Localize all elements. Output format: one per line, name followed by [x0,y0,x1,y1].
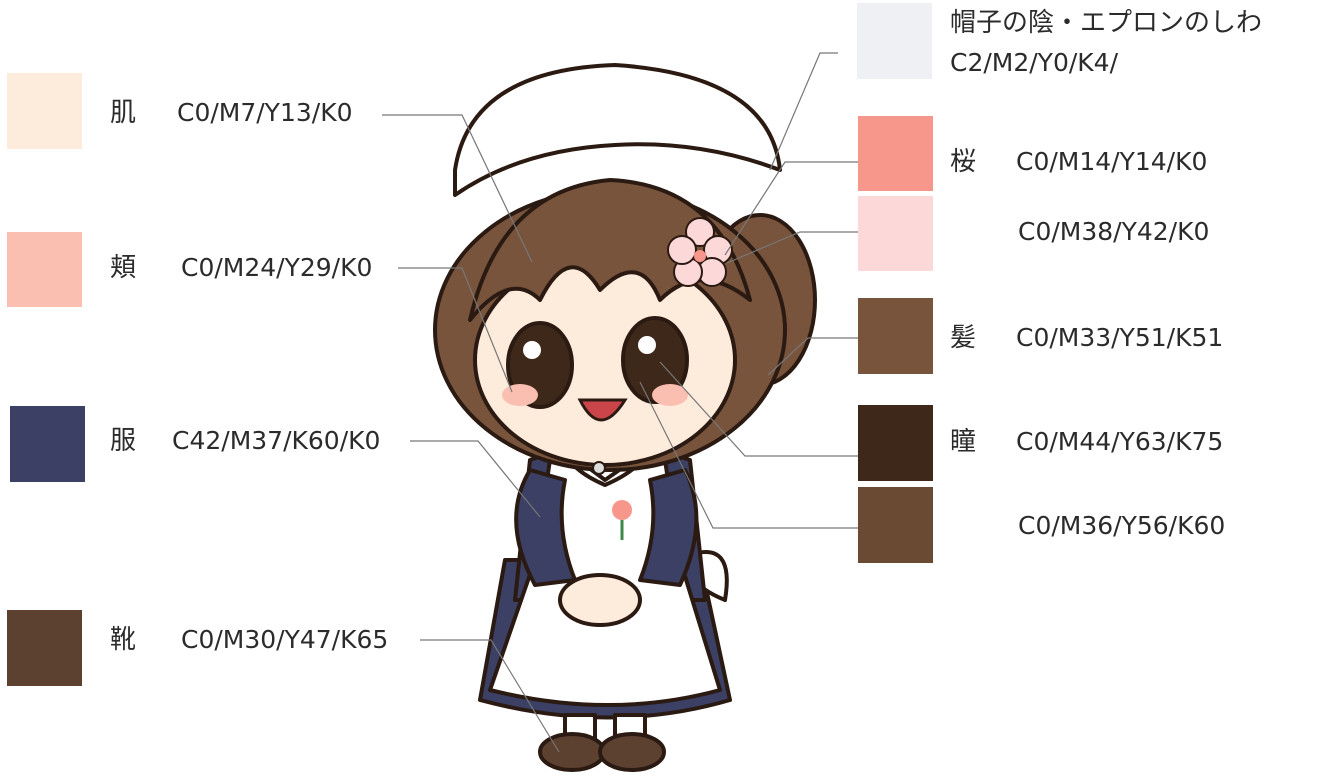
label-cap-shadow: 帽子の陰・エプロンのしわ [950,8,1263,38]
swatch-sakura-2 [858,196,933,271]
leader-cheek [398,267,513,393]
code-pupil-2: C0/M36/Y56/K60 [1018,511,1226,540]
leader-skin [382,114,533,263]
code-cap-shadow: C2/M2/Y0/K4/ [950,48,1119,77]
code-cheek: C0/M24/Y29/K0 [181,253,373,282]
label-sakura: 桜 [950,147,977,177]
code-shoes: C0/M30/Y47/K65 [181,625,389,654]
code-clothes: C42/M37/K60/K0 [172,426,381,455]
leader-cap-shadow [769,52,838,171]
swatch-shoes [7,610,82,686]
label-cheek: 頬 [110,253,137,283]
leader-clothes [410,440,541,518]
swatch-skin [7,73,82,149]
leader-pupil-2 [639,381,858,529]
leader-pupil-1 [659,361,858,457]
label-skin: 肌 [110,98,137,128]
label-pupil: 瞳 [950,427,977,457]
swatch-sakura-1 [858,116,933,191]
swatch-hair [858,298,933,374]
code-pupil-1: C0/M44/Y63/K75 [1016,427,1224,456]
label-shoes: 靴 [110,625,137,655]
label-clothes: 服 [110,426,137,456]
code-hair: C0/M33/Y51/K51 [1016,323,1224,352]
leader-hair [767,337,858,376]
label-hair: 髪 [950,323,977,353]
swatch-pupil-2 [858,487,933,563]
leader-sakura-1 [724,161,858,256]
leader-shoes [420,639,560,753]
swatch-cap-shadow [857,3,932,79]
swatch-clothes [10,406,85,482]
code-sakura-2: C0/M38/Y42/K0 [1018,217,1210,246]
code-skin: C0/M7/Y13/K0 [177,98,353,127]
swatch-pupil-1 [858,405,933,481]
code-sakura-1: C0/M14/Y14/K0 [1016,147,1208,176]
swatch-cheek [7,232,82,307]
